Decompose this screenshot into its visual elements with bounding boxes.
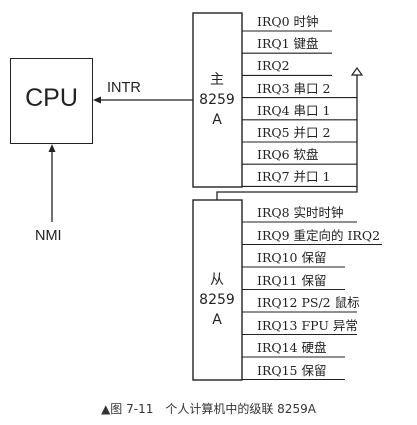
irq-label: IRQ6 软盘 [257, 147, 319, 163]
master-label-line3: A [212, 112, 222, 128]
slave-label-line2: 8259 [199, 292, 235, 308]
irq-label: IRQ15 保留 [257, 362, 327, 378]
nmi-label: NMI [35, 228, 62, 244]
slave-irq-lines [242, 221, 382, 381]
master-8259a-label: 主 8259 A [191, 70, 243, 130]
irq-label: IRQ9 重定向的 IRQ2 [257, 227, 381, 243]
irq-label: IRQ0 时钟 [257, 14, 319, 29]
master-irq-lines [242, 30, 357, 187]
irq-label: IRQ3 串口 2 [257, 80, 331, 96]
irq-label: IRQ8 实时时钟 [257, 205, 344, 220]
irq-label: IRQ7 并口 1 [257, 169, 331, 185]
irq-label: IRQ14 硬盘 [257, 340, 327, 355]
slave-label-line3: A [212, 312, 222, 328]
cpu-label: CPU [25, 84, 78, 112]
cascade-line [216, 75, 358, 200]
irq-label: IRQ13 FPU 异常 [257, 317, 358, 333]
irq-label: IRQ12 PS/2 鼠标 [257, 295, 360, 310]
cascade-arrowhead [350, 66, 364, 76]
irq-label: IRQ2 [257, 58, 290, 74]
figure-caption: ▲图 7-11 个人计算机中的级联 8259A [101, 402, 316, 416]
irq-label: IRQ11 保留 [257, 272, 327, 288]
cpu-box [10, 58, 93, 144]
slave-8259a-label: 从 8259 A [191, 270, 243, 330]
irq-label: IRQ10 保留 [257, 250, 327, 265]
intr-arrowhead [93, 96, 101, 104]
irq-label: IRQ5 并口 2 [257, 125, 331, 140]
master-label-line2: 8259 [199, 92, 235, 108]
irq-label: IRQ1 键盘 [257, 36, 319, 52]
intr-label: INTR [107, 80, 141, 96]
slave-label-line1: 从 [210, 272, 224, 288]
irq-label: IRQ4 串口 1 [257, 102, 331, 118]
master-label-line1: 主 [210, 72, 224, 88]
nmi-arrowhead [48, 144, 56, 152]
